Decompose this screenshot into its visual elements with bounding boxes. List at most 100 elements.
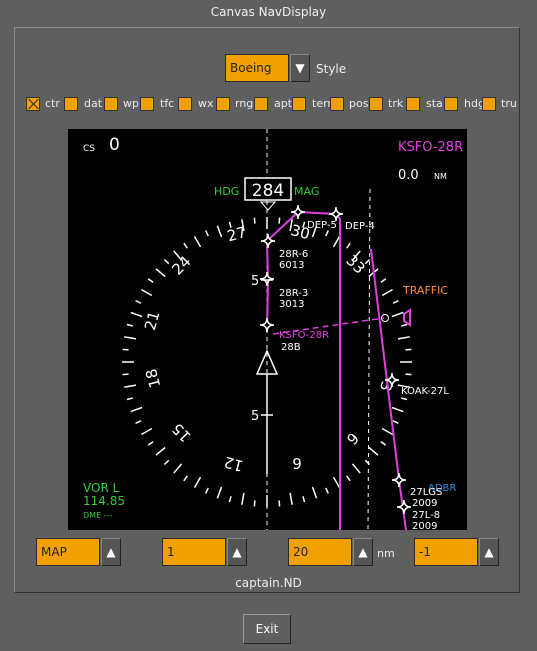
compass-tick: [401, 397, 408, 401]
compass-tick: [173, 250, 183, 261]
compass-label-18: 18: [142, 367, 164, 390]
traffic-marker-icon: [381, 314, 389, 322]
compass-label-15: 15: [168, 419, 194, 445]
checkbox-tfc[interactable]: [140, 97, 154, 111]
layer-checkbox-row: ctr dat wp tfc wx rng apt terr pos trk s…: [22, 97, 520, 115]
compass-tick: [392, 420, 399, 424]
waypoint-label-adbr: ADBR: [428, 483, 456, 494]
checkbox-ctr[interactable]: [26, 97, 40, 111]
waypoint-label-28b: 28B: [281, 342, 301, 353]
nd-panel-frame: [14, 27, 520, 593]
param1-up-button[interactable]: ▲: [227, 538, 247, 566]
waypoint-label-ksfo: KSFO-28R: [279, 330, 329, 341]
cs-label: CS: [83, 144, 95, 154]
compass-tick: [405, 373, 412, 376]
traffic-track-line: [367, 188, 371, 530]
checkbox-tru[interactable]: [482, 97, 496, 111]
compass-label-33: 33: [342, 251, 368, 277]
compass-tick: [124, 336, 137, 340]
range-mark-label-upper: 5: [251, 274, 259, 289]
compass-tick: [253, 500, 256, 507]
vor-label: VOR L: [83, 481, 120, 495]
checkbox-wx[interactable]: [178, 97, 192, 111]
compass-label-21: 21: [141, 309, 163, 332]
checkbox-hdg[interactable]: [444, 97, 458, 111]
compass-label-12: 12: [222, 453, 245, 475]
window-title: Canvas NavDisplay: [210, 5, 327, 19]
triangle-up-icon: ▲: [106, 545, 116, 559]
checkbox-dat[interactable]: [64, 97, 78, 111]
traffic-label: TRAFFIC: [402, 284, 448, 297]
compass-tick: [216, 225, 223, 238]
waypoint-alt-27l8: 2009: [412, 521, 437, 530]
compass-tick: [141, 427, 153, 436]
checkbox-apt[interactable]: [254, 97, 268, 111]
compass-tick: [135, 420, 142, 424]
compass-tick: [155, 446, 166, 456]
compass-label-27: 27: [225, 223, 248, 245]
param1-select[interactable]: 1: [162, 538, 226, 566]
waypoint-label-27l8: 27L-8: [412, 510, 440, 521]
checkbox-label-rng: rng: [235, 97, 254, 110]
waypoint-star-icon: [259, 271, 275, 287]
waypoint-alt-27lgs: 2009: [412, 498, 437, 509]
checkbox-rng[interactable]: [216, 97, 230, 111]
active-route: KSFO-28R: [398, 140, 463, 155]
compass-tick: [155, 268, 166, 278]
compass-tick: [130, 311, 143, 318]
waypoint-label-dep4: DEP-4: [345, 221, 375, 232]
compass-tick: [193, 236, 202, 248]
compass-tick: [122, 348, 129, 351]
display-caption: captain.ND: [235, 576, 302, 590]
style-select[interactable]: Boeing: [225, 54, 289, 82]
checkbox-label-ctr: ctr: [45, 97, 60, 110]
checkbox-label-apt: apt: [274, 97, 293, 110]
range-up-button[interactable]: ▲: [353, 538, 373, 566]
param3-up-button[interactable]: ▲: [479, 538, 499, 566]
waypoint-alt-28r3: 3013: [279, 299, 304, 310]
checkbox-trk[interactable]: [369, 97, 383, 111]
waypoint-star-icon: [391, 472, 407, 488]
traffic-symbol-icon: [403, 308, 411, 327]
checkbox-label-tru: tru: [501, 97, 517, 110]
compass-tick: [241, 219, 245, 232]
compass-rose: [122, 217, 412, 507]
checkbox-pos[interactable]: [330, 97, 344, 111]
checkbox-label-wp: wp: [123, 97, 139, 110]
mode-select[interactable]: MAP: [36, 538, 100, 566]
compass-tick: [401, 323, 408, 327]
checkbox-terr[interactable]: [292, 97, 306, 111]
compass-tick: [381, 427, 393, 436]
compass-tick: [163, 459, 170, 466]
checkbox-label-trk: trk: [388, 97, 404, 110]
compass-tick: [351, 250, 361, 261]
compass-tick: [147, 278, 154, 283]
style-dropdown-button[interactable]: ▼: [290, 54, 310, 82]
mag-label: MAG: [294, 185, 319, 198]
waypoint-label-28r6: 28R-6: [279, 249, 308, 260]
exit-button[interactable]: Exit: [243, 614, 291, 644]
compass-label-24: 24: [168, 252, 194, 278]
style-label: Style: [316, 62, 347, 76]
compass-tick: [126, 323, 133, 327]
param3-select[interactable]: -1: [414, 538, 478, 566]
compass-label-6: 6: [343, 429, 362, 448]
mode-up-button[interactable]: ▲: [101, 538, 121, 566]
compass-tick: [364, 459, 371, 466]
compass-tick: [183, 475, 188, 482]
compass-tick: [122, 373, 129, 376]
checkbox-wp[interactable]: [104, 97, 118, 111]
compass-tick: [228, 496, 232, 503]
compass-tick: [381, 288, 393, 297]
compass-tick: [325, 487, 329, 494]
triangle-up-icon: ▲: [484, 545, 494, 559]
triangle-up-icon: ▲: [232, 545, 242, 559]
heading-value: 284: [252, 181, 284, 201]
triangle-up-icon: ▲: [358, 545, 368, 559]
waypoint-star-icon: [259, 317, 275, 333]
checkbox-sta[interactable]: [406, 97, 420, 111]
compass-tick: [325, 230, 329, 237]
range-select[interactable]: 20: [288, 538, 352, 566]
vor-frequency: 114.85: [83, 494, 125, 508]
checkbox-label-wx: wx: [198, 97, 214, 110]
